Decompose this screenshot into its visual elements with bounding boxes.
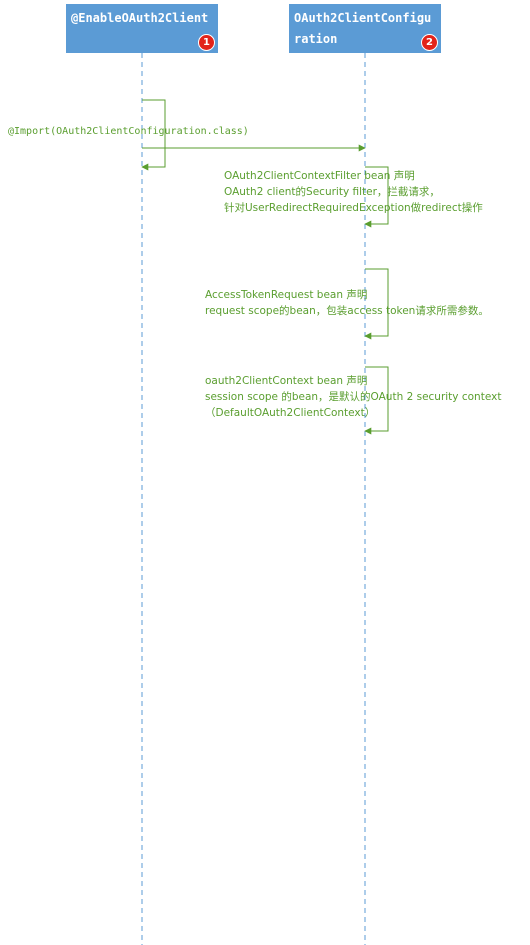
self-message-enable bbox=[141, 99, 166, 171]
filter-line: 针对UserRedirectRequiredException做redirect… bbox=[224, 202, 483, 214]
token-line: request scope的bean，包装access token请求所需参数。 bbox=[205, 305, 489, 317]
filter-message-label: OAuth2ClientContextFilter bean 声明 OAuth2… bbox=[224, 168, 483, 216]
participant-oauth2-client-configuration: OAuth2ClientConfiguration 2 bbox=[289, 4, 441, 53]
filter-line: OAuth2 client的Security filter，拦截请求， bbox=[224, 186, 440, 198]
context-message-label: oauth2ClientContext bean 声明 session scop… bbox=[205, 373, 501, 421]
participant-label: OAuth2ClientConfiguration bbox=[294, 11, 432, 46]
participant-enable-oauth2-client: @EnableOAuth2Client 1 bbox=[66, 4, 218, 53]
context-line: （DefaultOAuth2ClientContext） bbox=[205, 407, 376, 419]
token-message-label: AccessTokenRequest bean 声明 request scope… bbox=[205, 287, 489, 319]
step-badge-2: 2 bbox=[421, 34, 438, 51]
token-line: AccessTokenRequest bean 声明 bbox=[205, 289, 368, 301]
filter-line: OAuth2ClientContextFilter bean 声明 bbox=[224, 170, 415, 182]
context-line: oauth2ClientContext bean 声明 bbox=[205, 375, 368, 387]
self-message-filter bbox=[364, 166, 389, 228]
step-badge-1: 1 bbox=[198, 34, 215, 51]
self-message-token bbox=[364, 268, 389, 340]
import-message-label: @Import(OAuth2ClientConfiguration.class) bbox=[8, 126, 249, 137]
self-message-context bbox=[364, 366, 389, 435]
participant-label: @EnableOAuth2Client bbox=[71, 11, 209, 25]
context-line: session scope 的bean，是默认的OAuth 2 security… bbox=[205, 391, 502, 403]
